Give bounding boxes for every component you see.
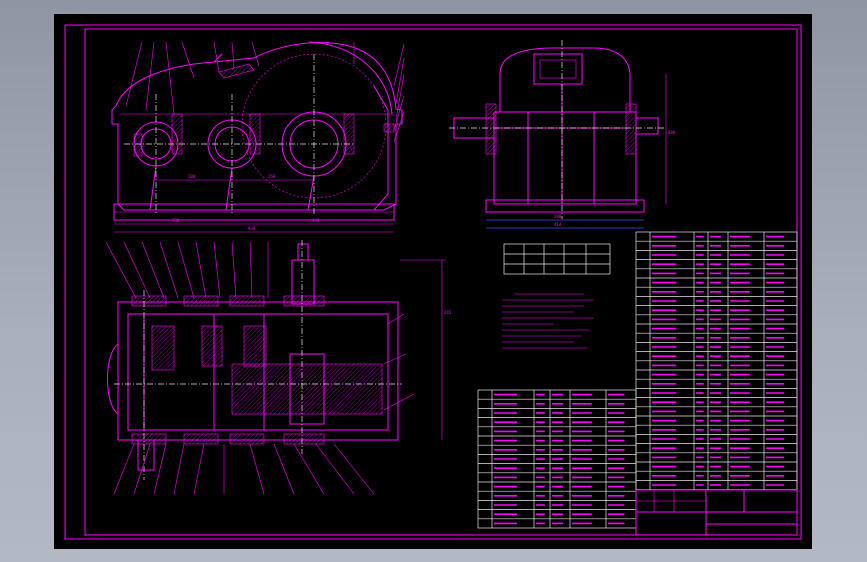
- parts-list-left: [477, 389, 637, 529]
- side-dim-b: 414: [554, 222, 562, 227]
- assembly-drawing: 200 250 330 330 930: [64, 24, 802, 540]
- dim-e: 930: [248, 226, 256, 231]
- dim-a: 200: [188, 174, 196, 179]
- parts-list-right: [635, 231, 798, 490]
- cad-viewport[interactable]: 200 250 330 330 930: [54, 14, 812, 549]
- side-dim-c: 480: [668, 130, 676, 135]
- dim-c: 330: [172, 218, 180, 223]
- plan-view: 245: [105, 240, 452, 495]
- technical-notes: [502, 293, 594, 349]
- dim-b: 250: [268, 174, 276, 179]
- side-dim-a: 200: [554, 214, 562, 219]
- dim-d: 330: [312, 218, 320, 223]
- outer-border: [64, 24, 802, 540]
- title-block: [635, 489, 798, 536]
- side-view: 200 414 480: [449, 40, 676, 229]
- front-view: 200 250 330 330 930: [111, 41, 405, 233]
- tech-params-table: [503, 243, 611, 275]
- plan-dim-a: 245: [444, 310, 452, 315]
- inner-border: [84, 28, 798, 536]
